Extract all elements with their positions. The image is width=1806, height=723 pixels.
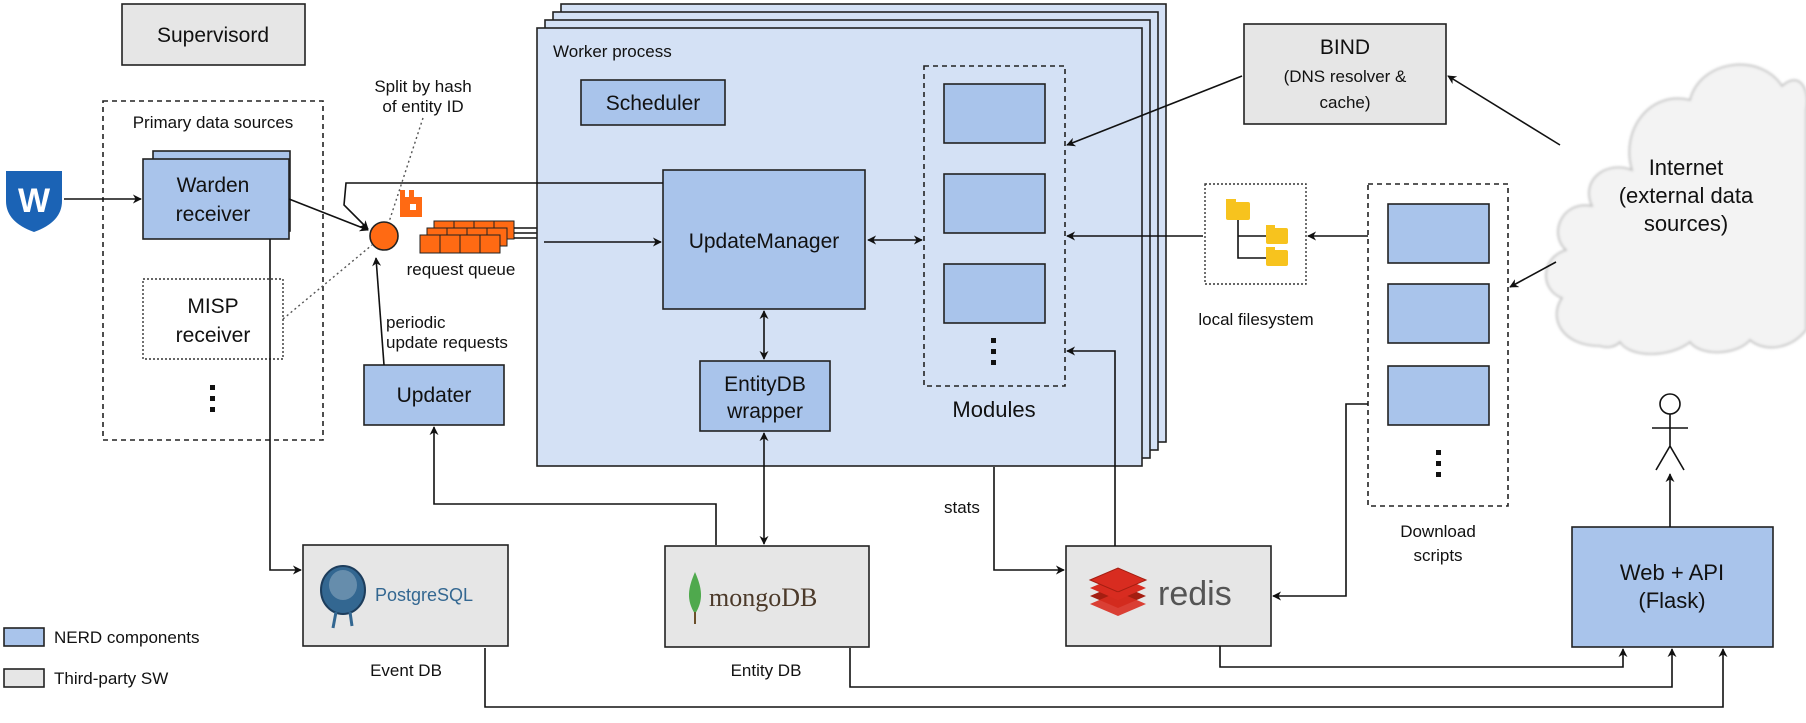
- misp-receiver-box: MISP receiver: [142, 278, 284, 360]
- modules-label: Modules: [952, 397, 1035, 422]
- entitydb-wrapper-label-2: wrapper: [726, 400, 803, 423]
- event-db-box: PostgreSQL Event DB: [302, 544, 509, 680]
- legend: NERD components Third-party SW: [3, 627, 200, 688]
- internet-label-2: (external data: [1619, 183, 1754, 208]
- download-scripts-group: Download scripts: [1367, 183, 1509, 565]
- download-script-2: [1387, 283, 1490, 344]
- module-2: [943, 173, 1046, 234]
- entitydb-wrapper-box: EntityDB wrapper: [699, 360, 831, 432]
- primary-data-sources-group: Primary data sources: [102, 100, 324, 441]
- warden-receiver-label-1: Warden: [177, 174, 250, 197]
- redis-logo-text: redis: [1158, 575, 1232, 613]
- supervisord-box: Supervisord: [121, 3, 306, 66]
- updater-box: Updater: [363, 364, 505, 426]
- download-script-1: [1387, 203, 1490, 264]
- supervisord-label: Supervisord: [157, 24, 269, 47]
- postgresql-logo-text: PostgreSQL: [375, 585, 473, 605]
- web-api-box: Web + API (Flask): [1571, 526, 1774, 648]
- legend-label-third-party: Third-party SW: [54, 669, 168, 688]
- primary-sources-label: Primary data sources: [133, 113, 294, 132]
- bind-label-2: (DNS resolver &: [1284, 67, 1407, 86]
- web-api-label-1: Web + API: [1620, 560, 1724, 585]
- edges: [64, 75, 1728, 708]
- dispatch-node: [369, 221, 399, 251]
- more-sources-ellipsis: [210, 385, 215, 412]
- stats-label: stats: [944, 498, 980, 517]
- legend-swatch-nerd: [3, 627, 45, 647]
- legend-swatch-third-party: [3, 668, 45, 688]
- legend-label-nerd: NERD components: [54, 628, 200, 647]
- bind-label-1: BIND: [1320, 36, 1370, 59]
- user-icon: [1652, 393, 1688, 471]
- split-hash-label-2: of entity ID: [382, 97, 463, 116]
- internet-cloud: Internet (external data sources): [1545, 63, 1806, 355]
- event-db-label: Event DB: [370, 661, 442, 680]
- local-filesystem-box: local filesystem: [1198, 183, 1314, 329]
- warden-receiver-label-2: receiver: [176, 203, 251, 226]
- request-queue-icon: [419, 220, 544, 254]
- split-hash-annotation: Split by hash of entity ID: [374, 77, 471, 116]
- scheduler-box: Scheduler: [580, 79, 726, 126]
- worker-process-label: Worker process: [553, 42, 672, 61]
- module-1: [943, 83, 1046, 144]
- periodic-label-2: update requests: [386, 333, 508, 352]
- postgresql-logo: PostgreSQL: [320, 565, 473, 629]
- local-filesystem-label: local filesystem: [1198, 310, 1313, 329]
- misp-receiver-label-1: MISP: [187, 295, 238, 318]
- update-manager-box: UpdateManager: [662, 169, 866, 310]
- split-hash-label-1: Split by hash: [374, 77, 471, 96]
- warden-logo: W: [6, 171, 62, 232]
- modules-group: Modules: [923, 65, 1066, 422]
- bind-label-3: cache): [1319, 93, 1370, 112]
- rabbitmq-icon: [400, 190, 422, 217]
- update-manager-label: UpdateManager: [689, 230, 840, 253]
- mongodb-logo: mongoDB: [688, 572, 817, 624]
- redis-box: redis: [1065, 545, 1272, 647]
- updater-label: Updater: [397, 384, 472, 407]
- entity-db-label: Entity DB: [731, 661, 802, 680]
- internet-label-1: Internet: [1649, 155, 1724, 180]
- scheduler-label: Scheduler: [606, 92, 701, 115]
- web-api-label-2: (Flask): [1638, 588, 1705, 613]
- redis-logo: redis: [1088, 567, 1232, 616]
- internet-label-3: sources): [1644, 211, 1728, 236]
- download-scripts-label-2: scripts: [1413, 546, 1462, 565]
- entitydb-wrapper-label-1: EntityDB: [724, 373, 806, 396]
- warden-logo-text: W: [18, 182, 51, 220]
- entity-db-box: mongoDB Entity DB: [664, 545, 870, 680]
- bind-box: BIND (DNS resolver & cache): [1243, 23, 1447, 125]
- module-3: [943, 263, 1046, 324]
- request-queue-label: request queue: [407, 260, 516, 279]
- misp-receiver-label-2: receiver: [176, 324, 251, 347]
- mongodb-logo-text: mongoDB: [709, 583, 817, 612]
- folder-tree-icon: [1226, 199, 1288, 266]
- warden-receiver-box: Warden receiver: [142, 150, 291, 240]
- periodic-label-1: periodic: [386, 313, 446, 332]
- download-scripts-label-1: Download: [1400, 522, 1476, 541]
- download-script-3: [1387, 365, 1490, 426]
